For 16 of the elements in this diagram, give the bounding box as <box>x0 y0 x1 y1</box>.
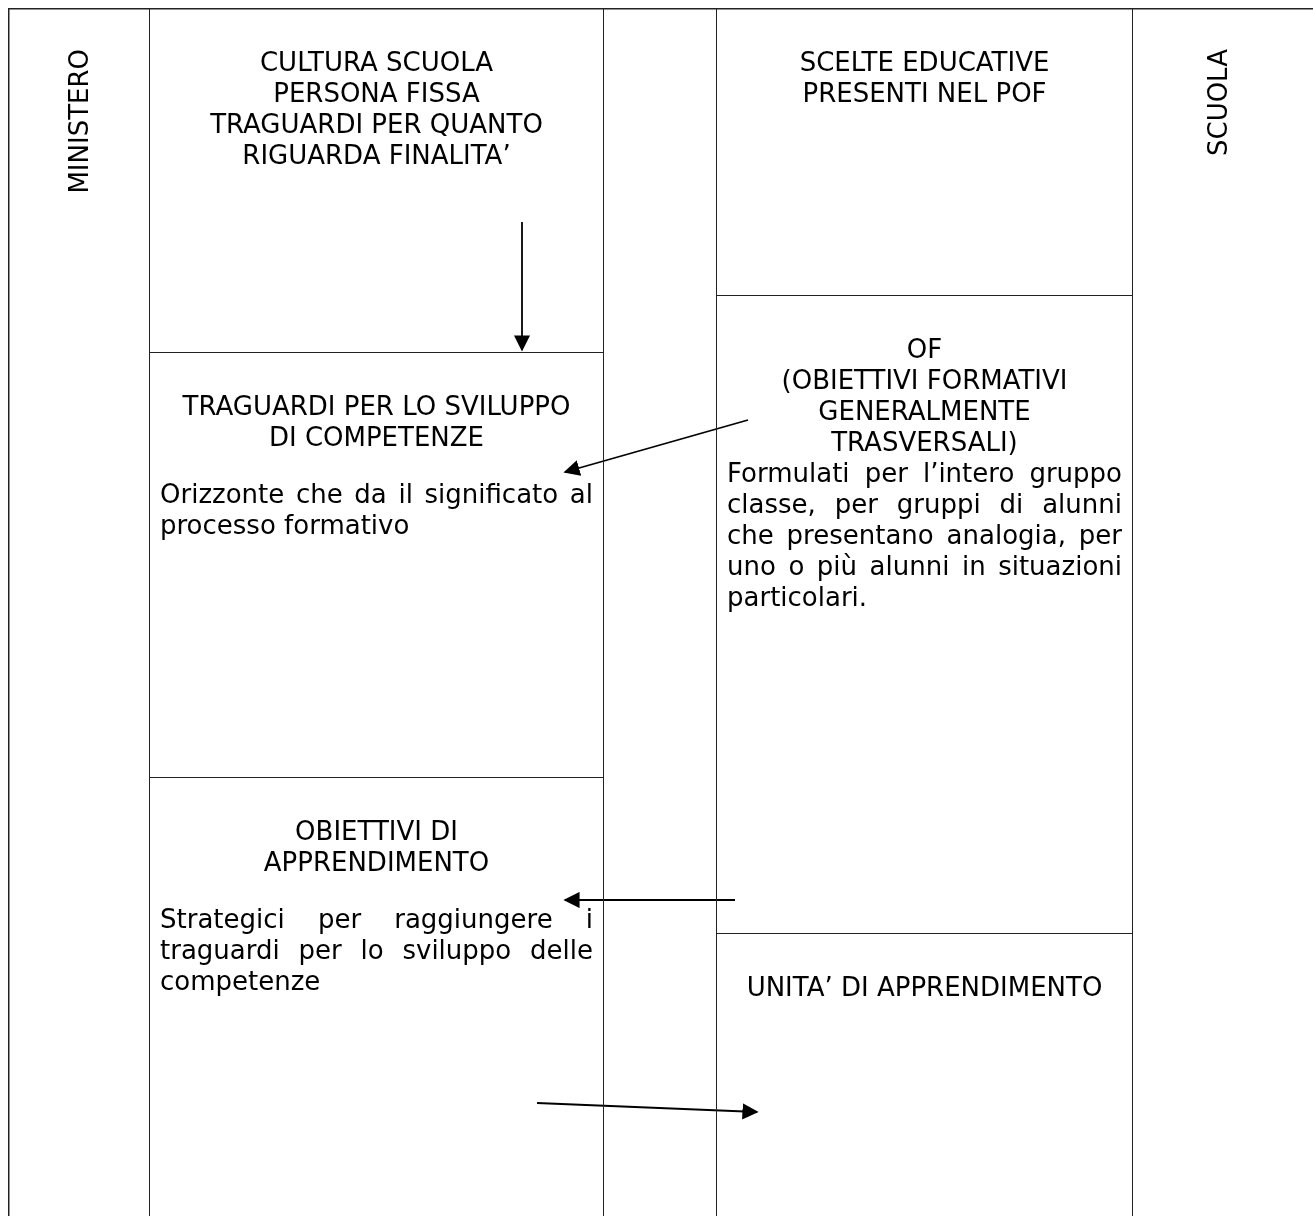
heading-text: TRAGUARDI PER LO SVILUPPO DI COMPETENZE <box>181 391 572 453</box>
heading-text: UNITA’ DI APPRENDIMENTO <box>745 972 1104 1003</box>
heading-text: (OBIETTIVI FORMATIVI GENERALMENTE TRASVERSALI) <box>780 365 1069 458</box>
column-title: SCUOLA <box>1203 49 1233 157</box>
heading-text: OBIETTIVI DI APPRENDIMENTO <box>262 816 491 878</box>
body-text: Formulati per l’intero gruppo classe, per gruppi di alunni che presentano analogia, per uno o più alunni in situazioni particolari. <box>727 458 1122 613</box>
heading-text: SCELTE EDUCATIVE PRESENTI NEL POF <box>798 47 1051 109</box>
arrow <box>563 419 749 476</box>
column-title: MINISTERO <box>64 49 94 194</box>
body-text: Orizzonte che da il significato al processo formativo <box>160 479 593 541</box>
heading-text: OF <box>905 334 944 365</box>
body-text: Strategici per raggiungere i traguardi per lo sviluppo delle competenze <box>160 904 593 997</box>
arrow <box>513 221 531 352</box>
heading-text: CULTURA SCUOLA PERSONA FISSA TRAGUARDI PER QUANTO RIGUARDA FINALITA’ <box>209 47 544 171</box>
arrow <box>563 891 736 909</box>
arrow <box>536 1102 759 1120</box>
